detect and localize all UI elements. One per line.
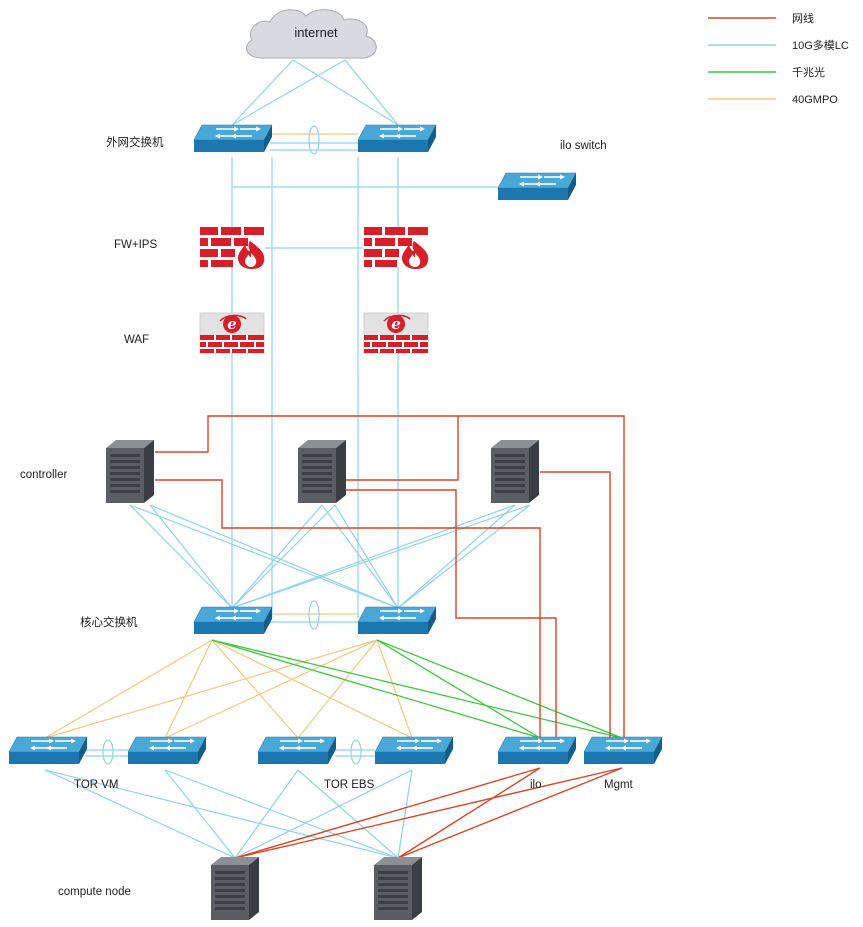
waf-icon[interactable]	[363, 312, 429, 354]
switch-icon[interactable]	[8, 736, 88, 765]
switch-icon[interactable]	[193, 124, 273, 153]
switch-icon[interactable]	[497, 736, 577, 765]
ilo-switch-label: ilo switch	[560, 140, 607, 152]
compute-node-label: compute node	[58, 886, 131, 898]
cloud-icon	[246, 9, 377, 59]
legend-item: 40GMPO	[792, 94, 838, 106]
switch-icon[interactable]	[497, 172, 577, 201]
legend: 网线 10G多模LC 千兆光 40GMPO	[708, 11, 849, 106]
waf-icon[interactable]	[199, 312, 265, 354]
server-icon[interactable]	[374, 857, 422, 920]
links-gigabit-fiber	[211, 639, 623, 739]
controller-label: controller	[20, 469, 67, 481]
core-switch-label: 核心交换机	[80, 615, 138, 629]
server-icon[interactable]	[106, 440, 154, 503]
firewall-icon[interactable]	[364, 227, 429, 269]
internet-label: internet	[294, 25, 338, 40]
fw-ips-label: FW+IPS	[114, 239, 157, 251]
switch-icon[interactable]	[193, 606, 273, 635]
mgmt-label: Mgmt	[604, 779, 634, 791]
lag-markers	[102, 125, 362, 765]
ext-switch-label: 外网交换机	[106, 135, 164, 149]
switch-icon[interactable]	[357, 124, 437, 153]
switch-icon[interactable]	[374, 736, 454, 765]
switch-icon[interactable]	[257, 736, 337, 765]
server-icon[interactable]	[491, 440, 539, 503]
legend-item: 网线	[792, 11, 814, 25]
switch-icon[interactable]	[127, 736, 207, 765]
server-icon[interactable]	[211, 857, 259, 920]
switch-icon[interactable]	[583, 736, 663, 765]
tor-vm-label: TOR VM	[74, 779, 119, 791]
waf-label: WAF	[124, 334, 149, 346]
legend-item: 千兆光	[792, 65, 825, 79]
ilo-label: ilo	[530, 779, 542, 791]
switch-icon[interactable]	[357, 606, 437, 635]
firewall-icon[interactable]	[200, 227, 265, 269]
server-icon[interactable]	[298, 440, 346, 503]
links-ethernet	[155, 415, 625, 859]
links-40g-mpo	[44, 133, 413, 739]
tor-ebs-label: TOR EBS	[324, 779, 375, 791]
legend-item: 10G多模LC	[792, 38, 849, 52]
